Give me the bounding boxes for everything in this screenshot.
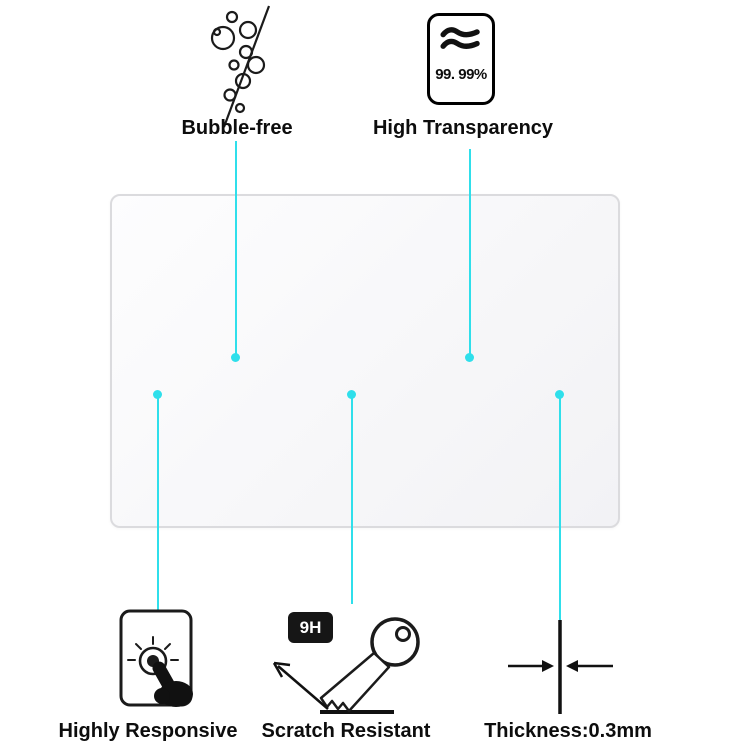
high-transparency-label: High Transparency (372, 117, 554, 139)
callout-line-scratch-resistant (351, 398, 353, 604)
callout-dot-highly-responsive (153, 390, 162, 399)
callout-dot-high-transparency (465, 353, 474, 362)
callout-line-bubble-free (235, 141, 237, 354)
callout-line-highly-responsive (157, 398, 159, 610)
callout-line-thickness (559, 398, 561, 620)
transparency-badge: 99. 99% (427, 13, 495, 105)
callout-dot-thickness (555, 390, 564, 399)
bubble-free-label: Bubble-free (181, 117, 293, 139)
callout-line-high-transparency (469, 149, 471, 354)
scratch-resistant-label: Scratch Resistant (261, 720, 431, 742)
highly-responsive-label: Highly Responsive (58, 720, 238, 742)
callout-dot-scratch-resistant (347, 390, 356, 399)
bubbles-icon (190, 4, 285, 134)
thickness-arrows-icon (498, 618, 623, 721)
thickness-label: Thickness:0.3mm (484, 720, 652, 742)
touch-button-hand-icon (118, 608, 203, 715)
callout-dot-bubble-free (231, 353, 240, 362)
transparency-value: 99. 99% (435, 66, 487, 83)
screen-protector-panel (110, 194, 620, 528)
hardness-badge: 9H (288, 612, 333, 643)
transparency-waves-icon (436, 22, 486, 63)
key-scratch-icon (262, 612, 437, 722)
